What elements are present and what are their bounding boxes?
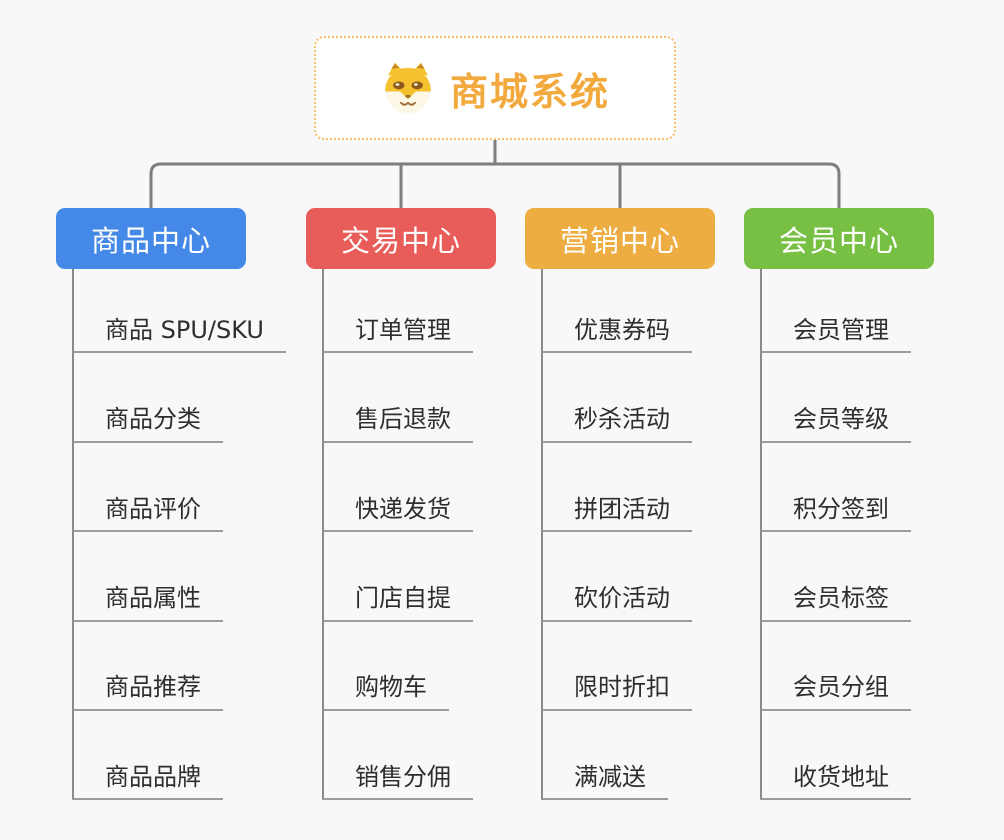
branch-marketing-center: 营销中心 优惠券码 秒杀活动 拼团活动 砍价活动 限时折扣 满减送 (525, 208, 715, 801)
branch-label: 会员中心 (778, 223, 899, 258)
tree-node[interactable]: 会员分组 (761, 622, 911, 711)
tree-node[interactable]: 秒杀活动 (542, 353, 692, 443)
branch-header-product-center[interactable]: 商品中心 (56, 208, 246, 269)
tree-node[interactable]: 商品评价 (73, 443, 286, 533)
branch-trade-center: 交易中心 订单管理 售后退款 快递发货 门店自提 购物车 销售分佣 (306, 208, 496, 801)
branch-product-center: 商品中心 商品 SPU/SKU 商品分类 商品评价 商品属性 商品推荐 商品品牌 (56, 208, 286, 801)
tree-node[interactable]: 砍价活动 (542, 532, 692, 622)
tree-node[interactable]: 限时折扣 (542, 622, 692, 711)
branch-label: 交易中心 (340, 223, 461, 258)
tree-node[interactable]: 快递发货 (323, 443, 473, 533)
branch-items-product: 商品 SPU/SKU 商品分类 商品评价 商品属性 商品推荐 商品品牌 (73, 264, 286, 801)
branch-label: 商品中心 (90, 223, 211, 258)
tree-node[interactable]: 商品 SPU/SKU (73, 264, 286, 354)
root-title: 商城系统 (449, 69, 610, 114)
tree-node[interactable]: 门店自提 (323, 532, 473, 622)
tree-node[interactable]: 商品推荐 (73, 622, 286, 711)
branch-header-trade-center[interactable]: 交易中心 (306, 208, 496, 269)
branch-member-center: 会员中心 会员管理 会员等级 积分签到 会员标签 会员分组 收货地址 (744, 208, 934, 801)
tree-node[interactable]: 会员管理 (761, 264, 911, 354)
tree-node[interactable]: 拼团活动 (542, 443, 692, 533)
tree-node[interactable]: 优惠券码 (542, 264, 692, 354)
branch-header-marketing-center[interactable]: 营销中心 (525, 208, 715, 269)
tree-node[interactable]: 商品属性 (73, 532, 286, 622)
branch-items-marketing: 优惠券码 秒杀活动 拼团活动 砍价活动 限时折扣 满减送 (542, 264, 692, 801)
tree-node[interactable]: 会员等级 (761, 353, 911, 443)
tree-node[interactable]: 商品分类 (73, 353, 286, 443)
branch-header-member-center[interactable]: 会员中心 (744, 208, 934, 269)
tree-node[interactable]: 满减送 (542, 711, 692, 801)
tree-node[interactable]: 会员标签 (761, 532, 911, 622)
tree-node[interactable]: 销售分佣 (323, 711, 473, 801)
tree-node[interactable]: 商品品牌 (73, 711, 286, 801)
tree-node[interactable]: 收货地址 (761, 711, 911, 801)
root-node[interactable]: 商城系统 (314, 36, 676, 140)
branch-label: 营销中心 (559, 223, 680, 258)
tree-node[interactable]: 售后退款 (323, 353, 473, 443)
branch-items-member: 会员管理 会员等级 积分签到 会员标签 会员分组 收货地址 (761, 264, 911, 801)
tree-node[interactable]: 订单管理 (323, 264, 473, 354)
tree-node[interactable]: 购物车 (323, 622, 473, 711)
tree-node[interactable]: 积分签到 (761, 443, 911, 533)
branch-items-trade: 订单管理 售后退款 快递发货 门店自提 购物车 销售分佣 (323, 264, 473, 801)
shiba-dog-icon (385, 62, 431, 114)
